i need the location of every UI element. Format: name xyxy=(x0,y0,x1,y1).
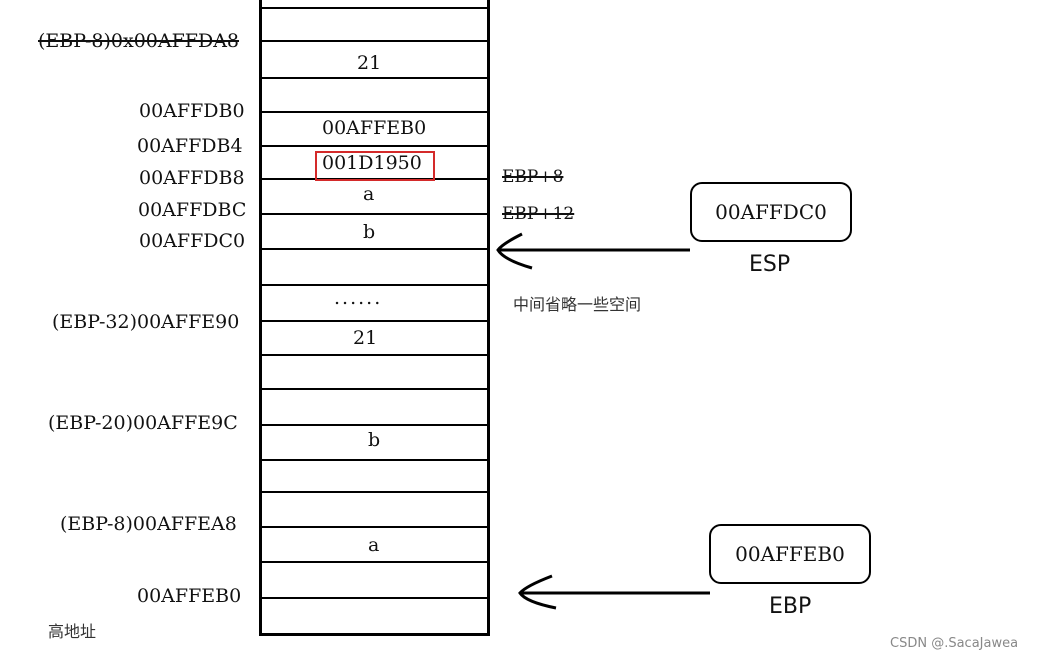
stack-row-divider xyxy=(262,40,487,42)
stack-row-divider xyxy=(262,388,487,390)
esp-register-box: 00AFFDC0 xyxy=(690,182,852,242)
cell-value-21-mid: 21 xyxy=(353,327,378,349)
address-label-ebp-minus-32: (EBP-32)00AFFE90 xyxy=(52,311,240,333)
stack-row-divider xyxy=(262,459,487,461)
address-label-ebp-minus-8: (EBP-8)00AFFEA8 xyxy=(60,513,237,535)
stack-row-divider xyxy=(262,111,487,113)
cell-local-b: b xyxy=(368,429,381,451)
stack-row-divider xyxy=(262,491,487,493)
stack-memory-column xyxy=(259,0,490,636)
address-label-00affdb0: 00AFFDB0 xyxy=(139,100,245,122)
stack-row-divider xyxy=(262,213,487,215)
stack-row-divider xyxy=(262,248,487,250)
cell-local-a: a xyxy=(368,534,380,556)
watermark: CSDN @.SacaJawea xyxy=(890,636,1019,651)
address-label-ebp-minus-8-old: (EBP-8)0x00AFFDA8 xyxy=(38,30,240,52)
cell-value-21-top: 21 xyxy=(357,52,382,74)
stack-row-divider xyxy=(262,526,487,528)
ebp-register-box: 00AFFEB0 xyxy=(709,524,871,584)
address-label-00affeb0: 00AFFEB0 xyxy=(137,585,242,607)
ebp-plus-8-label: EBP+8 xyxy=(502,167,564,187)
high-address-label: 高地址 xyxy=(48,622,97,641)
stack-row-divider xyxy=(262,320,487,322)
cell-param-a: a xyxy=(363,183,375,205)
esp-arrow-icon xyxy=(496,232,690,270)
cell-return-address: 001D1950 xyxy=(322,152,422,174)
stack-row-divider xyxy=(262,7,487,9)
address-label-ebp-minus-20: (EBP-20)00AFFE9C xyxy=(48,412,238,434)
cell-ellipsis: ...... xyxy=(334,287,383,309)
address-label-00affdc0: 00AFFDC0 xyxy=(139,230,246,252)
address-label-00affdbc: 00AFFDBC xyxy=(138,199,247,221)
stack-row-divider xyxy=(262,561,487,563)
stack-row-divider xyxy=(262,284,487,286)
esp-register-label: ESP xyxy=(749,252,791,277)
stack-row-divider xyxy=(262,354,487,356)
ebp-plus-12-label: EBP+12 xyxy=(502,204,575,224)
address-label-00affdb4: 00AFFDB4 xyxy=(137,135,243,157)
stack-row-divider xyxy=(262,424,487,426)
stack-row-divider xyxy=(262,77,487,79)
omitted-space-note: 中间省略一些空间 xyxy=(513,295,642,314)
stack-row-divider xyxy=(262,597,487,599)
stack-row-divider xyxy=(262,145,487,147)
cell-param-b: b xyxy=(363,221,376,243)
cell-saved-ebp: 00AFFEB0 xyxy=(322,117,427,139)
ebp-register-label: EBP xyxy=(769,594,812,619)
ebp-arrow-icon xyxy=(518,574,710,610)
address-label-00affdb8: 00AFFDB8 xyxy=(139,167,245,189)
return-address-highlight xyxy=(315,151,435,181)
